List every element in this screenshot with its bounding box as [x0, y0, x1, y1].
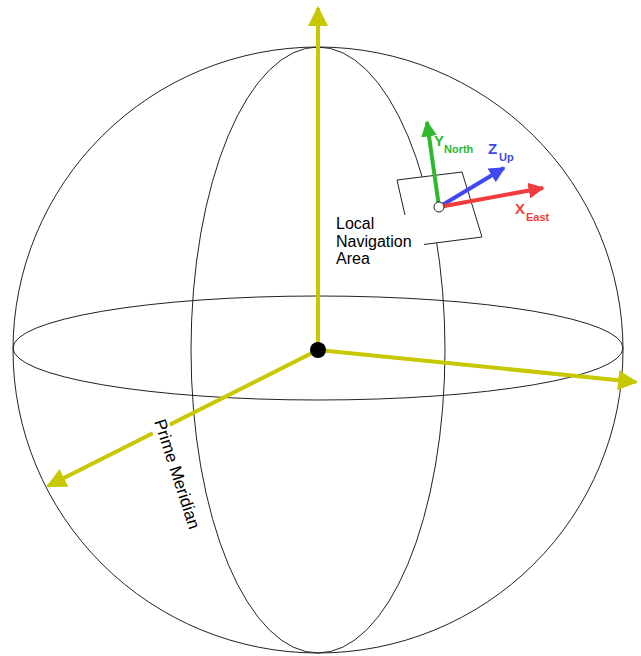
origin-dot: [434, 202, 444, 212]
axis-subscript: Up: [499, 151, 514, 163]
axis-letter: Y: [434, 133, 444, 150]
z-axis: [316, 8, 320, 350]
meridian-label: Prime Meridian: [149, 415, 203, 533]
axis-subscript: North: [444, 143, 473, 155]
x-axis: [318, 350, 636, 382]
axis-letter: X: [515, 201, 525, 218]
area-label: Local Navigation Area: [334, 215, 424, 268]
east-arrow: [439, 188, 543, 207]
earth-center: [310, 342, 326, 358]
axis-subscript: East: [526, 211, 549, 223]
axis-letter: Z: [488, 141, 497, 158]
